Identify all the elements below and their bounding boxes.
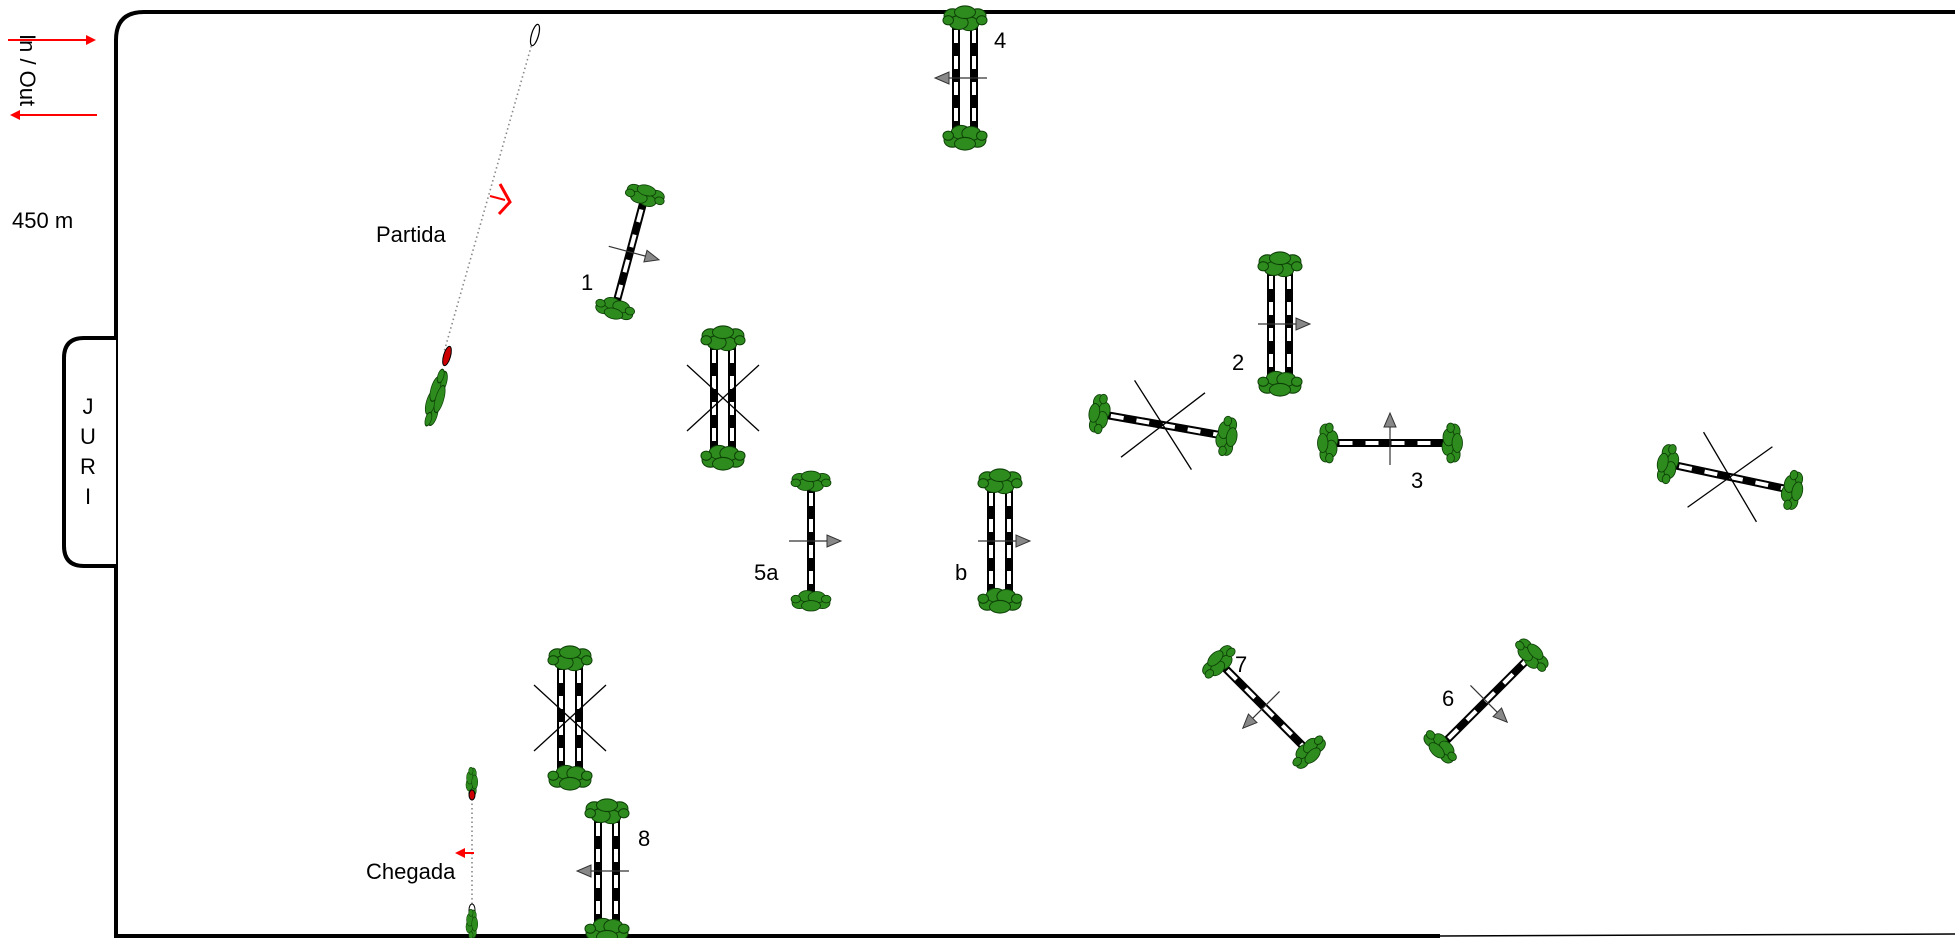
fence-5a-wing-right	[790, 590, 832, 612]
fence-6	[1418, 633, 1554, 769]
fence-x-mid-wing-right	[1212, 414, 1241, 459]
fence-6-label: 6	[1442, 686, 1454, 711]
fence-1-wing-left	[592, 293, 638, 325]
fence-3	[1317, 411, 1463, 465]
finish-flag-red	[468, 789, 476, 801]
fence-x-upper-wing-left	[700, 325, 746, 352]
fence-5a-label: 5a	[754, 560, 779, 585]
judges-letter-i: I	[85, 484, 91, 509]
start-line	[443, 32, 536, 353]
fence-7-direction-arrow	[1241, 691, 1280, 730]
fence-8-wing-right	[584, 917, 630, 938]
fence-x-upper	[686, 325, 760, 471]
fence-3-wing-right	[1441, 422, 1463, 464]
fence-3-direction-arrow	[1383, 411, 1397, 465]
fence-1	[592, 179, 668, 325]
fence-1-label: 1	[581, 270, 593, 295]
fence-x-lower-cross	[533, 684, 607, 752]
fence-1-wing-right	[622, 179, 668, 211]
fence-8	[575, 798, 630, 938]
start-label: Partida	[376, 222, 446, 247]
course-length: 450 m	[12, 208, 73, 233]
fence-x-mid	[1085, 380, 1241, 470]
fence-3-wing-left	[1317, 422, 1339, 464]
fence-2	[1257, 251, 1312, 397]
fence-x-upper-wing-right	[700, 444, 746, 471]
fence-2-wing-left	[1257, 251, 1303, 278]
fence-x-right-wing-left	[1653, 441, 1683, 486]
fence-x-lower-wing-left	[547, 645, 593, 672]
fence-5b-label: b	[955, 560, 967, 585]
fence-x-mid-cross	[1120, 380, 1206, 470]
start-marker-top	[529, 23, 541, 47]
fence-5b-wing-left	[977, 468, 1023, 495]
finish-label: Chegada	[366, 859, 456, 884]
fence-2-direction-arrow	[1258, 317, 1312, 331]
fence-4-wing-right	[942, 124, 988, 151]
fence-5b-direction-arrow	[978, 534, 1032, 548]
fence-3-label: 3	[1411, 468, 1423, 493]
fence-4-direction-arrow	[933, 71, 987, 85]
start-direction-arrow	[489, 183, 512, 216]
fence-x-lower-wing-right	[547, 764, 593, 791]
finish-bush-bottom	[465, 908, 479, 938]
fence-7-label: 7	[1235, 652, 1247, 677]
fence-8-direction-arrow	[575, 864, 629, 878]
fence-x-lower	[533, 645, 607, 791]
fence-x-right-cross	[1687, 431, 1773, 523]
fence-1-direction-arrow	[608, 245, 661, 263]
in-out-label: In / Out	[15, 34, 40, 106]
arena-border	[114, 10, 1955, 938]
judges-box	[62, 336, 116, 568]
fence-5a	[789, 470, 843, 612]
arena-border-bottom-right	[1439, 933, 1955, 937]
fence-x-upper-cross	[686, 364, 760, 432]
fence-x-right	[1653, 431, 1807, 523]
fence-4-label: 4	[994, 28, 1006, 53]
start-flag-red	[442, 345, 452, 367]
fence-8-label: 8	[638, 826, 650, 851]
fence-x-mid-wing-left	[1085, 391, 1114, 436]
fence-5b	[977, 468, 1032, 614]
fence-2-wing-right	[1257, 370, 1303, 397]
fence-7	[1197, 640, 1331, 774]
judges-letter-u: U	[80, 424, 96, 449]
fence-2-label: 2	[1232, 350, 1244, 375]
fence-4-wing-left	[942, 5, 988, 32]
fence-5a-direction-arrow	[789, 534, 843, 548]
judges-letter-r: R	[80, 454, 96, 479]
fences-layer	[533, 5, 1807, 938]
fence-x-right-wing-right	[1777, 468, 1807, 513]
judges-letter-j: J	[83, 394, 94, 419]
fence-5b-wing-right	[977, 587, 1023, 614]
fence-8-wing-left	[584, 798, 630, 825]
fence-4	[933, 5, 988, 151]
start-bush	[419, 366, 453, 430]
fence-6-direction-arrow	[1470, 685, 1509, 724]
fence-5a-wing-left	[790, 470, 832, 492]
